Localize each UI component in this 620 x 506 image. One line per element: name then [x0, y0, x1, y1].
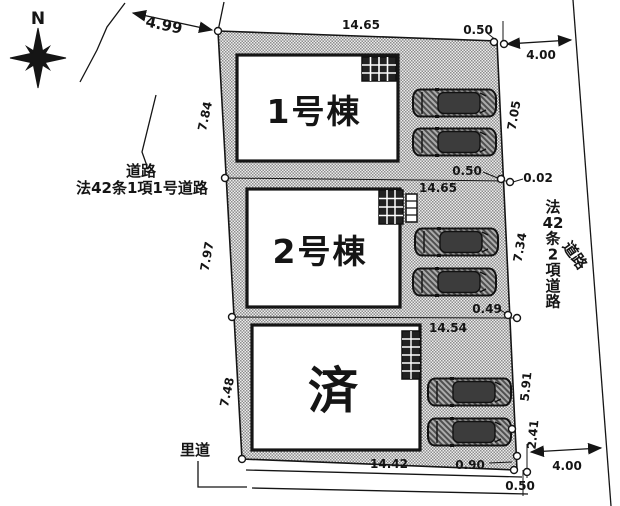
building-3-balcony-icon: [401, 330, 421, 380]
car-icon: [413, 127, 496, 157]
west-road-label-line2: 法42条1項1号道路: [76, 179, 209, 197]
lot2-lot3-divider: [231, 316, 518, 319]
compass-star-icon: [9, 27, 67, 89]
east-road-top-width-dim: 4.00: [526, 48, 556, 62]
south-road-bracket: [197, 461, 247, 488]
east-road-top-dim-line: [505, 34, 573, 50]
lot2-right-dim: 7.34: [511, 232, 530, 264]
south-road-line-2: [251, 487, 529, 495]
building-2-label: 2号棟: [273, 232, 368, 271]
boundary-corner-markers: [213, 26, 532, 477]
car-icon: [413, 267, 496, 297]
car-icon: [428, 377, 511, 407]
lot2-left-dim: 7.97: [198, 241, 217, 273]
building-2-balcony-icon: [378, 189, 418, 225]
lot3-corner-right-dim: 2.41: [525, 419, 542, 450]
north-boundary-dim-line: [131, 10, 214, 33]
east-road-bottom-dim-line: [529, 442, 603, 458]
lot2-top-offset-leader: [512, 178, 524, 183]
lot3-right-dim: 5.91: [518, 371, 535, 402]
building-1: 1号棟: [235, 53, 400, 163]
south-width-dim: 14.42: [370, 457, 408, 471]
car-icon: [413, 88, 496, 118]
lot2-bottom-offset-dim: 0.49: [472, 302, 502, 316]
lot2-top-offset-dim: 0.02: [523, 171, 553, 185]
west-boundary-line: [79, 2, 126, 83]
lot1-right-dim: 7.05: [505, 100, 524, 132]
east-road-bottom-width-dim: 4.00: [552, 459, 582, 473]
north-corner-extension-line: [217, 1, 225, 32]
south-road-label: 里道: [180, 441, 210, 459]
lot1-lot2-divider: [224, 177, 511, 182]
lot1-width-dim: 14.65: [342, 18, 380, 32]
north-boundary-dim: 4.99: [144, 12, 184, 37]
lot3-width-dim: 14.54: [429, 321, 467, 335]
building-3: 済: [250, 323, 422, 452]
lot1-top-offset-dim: 0.50: [463, 23, 493, 37]
west-road-leader-line: [141, 94, 157, 167]
building-1-balcony-icon: [361, 56, 397, 82]
south-road-line-1: [245, 469, 523, 478]
south-offset-leader: [488, 461, 513, 464]
east-road-boundary-line: [572, 0, 612, 506]
lot2-width-dim: 14.65: [419, 181, 457, 195]
lot1-left-dim: 7.84: [195, 100, 215, 132]
building-2: 2号棟: [245, 187, 418, 309]
compass-north-label: N: [31, 9, 45, 29]
lot3-left-dim: 7.48: [217, 376, 237, 408]
building-3-sold-label: 済: [308, 362, 359, 420]
compass-rose: N: [9, 9, 67, 89]
west-road-label-line1: 道路: [126, 162, 157, 180]
south-road-gap-dim: 0.50: [505, 479, 535, 493]
car-icon: [415, 227, 498, 257]
south-offset-dim: 0.90: [455, 458, 485, 472]
lot1-bottom-offset-dim: 0.50: [452, 164, 482, 178]
east-road-label-diagonal: 道路: [559, 238, 592, 274]
car-icon: [428, 417, 511, 447]
building-1-label: 1号棟: [267, 92, 362, 131]
